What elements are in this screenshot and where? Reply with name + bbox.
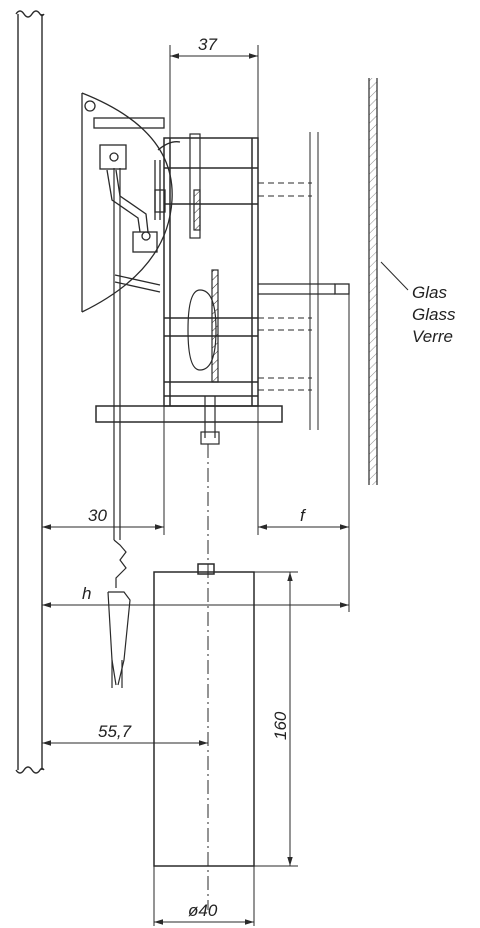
glass-label-en: Glass — [412, 305, 456, 324]
wall — [15, 10, 45, 774]
dim-weight-height: 160 — [271, 711, 290, 740]
glass-label-de: Glas — [412, 283, 447, 302]
base-plate — [95, 405, 283, 423]
dimension-lines — [42, 53, 349, 925]
dim-h: h — [82, 584, 91, 603]
extension-lines — [153, 45, 350, 926]
glass-label: Glas Glass Verre — [380, 261, 456, 346]
pendulum — [107, 168, 131, 688]
dim-weight-center: 55,7 — [98, 722, 132, 741]
glass-pane — [368, 78, 378, 485]
pendulum-cover — [81, 92, 173, 313]
glass-label-fr: Verre — [412, 327, 453, 346]
dim-f: f — [300, 506, 307, 525]
dim-depth-top: 37 — [198, 35, 217, 54]
gear-train — [187, 133, 220, 445]
dial-feet — [258, 182, 312, 391]
movement-frame — [163, 137, 259, 407]
dim-wall-offset: 30 — [88, 506, 107, 525]
hand-shaft — [258, 283, 350, 295]
escapement-parts — [84, 100, 181, 293]
weight — [153, 563, 255, 867]
dim-weight-diameter: ø40 — [188, 901, 218, 920]
dial-plate-lines — [309, 132, 319, 430]
